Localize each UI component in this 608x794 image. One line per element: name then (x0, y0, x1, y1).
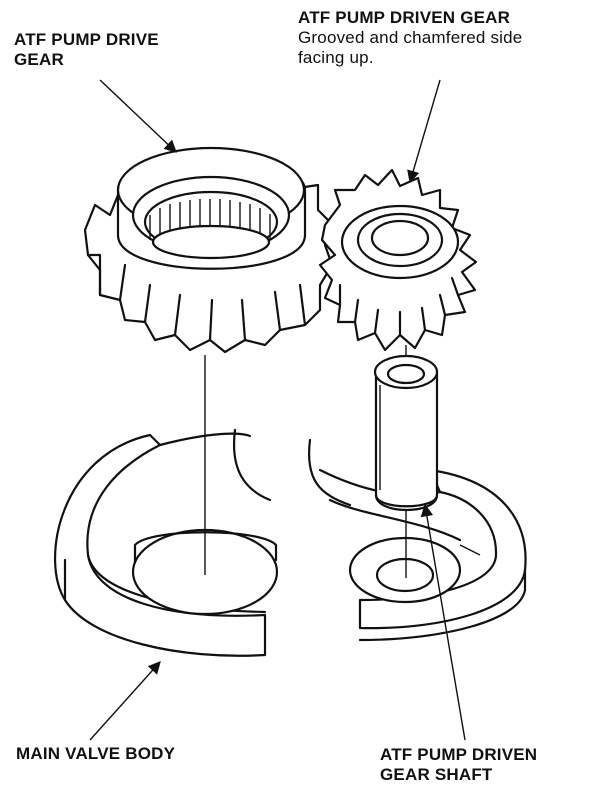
valve-body-label-text: MAIN VALVE BODY (16, 744, 176, 763)
drive-gear-leader (99, 79, 177, 153)
shaft-leader (420, 503, 466, 741)
driven-gear-note-line2: facing up. (298, 48, 374, 67)
driven-gear-note-line1: Grooved and chamfered side (298, 28, 523, 47)
valve-body-leader (89, 661, 161, 741)
drive-gear (83, 146, 334, 354)
valve-body-label: MAIN VALVE BODY (16, 744, 276, 764)
drive-gear-label-line2: GEAR (14, 50, 64, 69)
shaft-label: ATF PUMP DRIVEN GEAR SHAFT (380, 745, 600, 785)
drive-gear-label-line1: ATF PUMP DRIVE (14, 30, 159, 49)
driven-gear (318, 168, 478, 352)
shaft-label-line1: ATF PUMP DRIVEN (380, 745, 538, 764)
drive-gear-label: ATF PUMP DRIVE GEAR (14, 30, 274, 70)
shaft-label-line2: GEAR SHAFT (380, 765, 493, 784)
centerlines (204, 345, 407, 578)
leader-arrows (89, 79, 466, 741)
driven-gear-leader (407, 79, 441, 184)
driven-gear-title: ATF PUMP DRIVEN GEAR (298, 8, 511, 27)
driven-gear-shaft (373, 354, 439, 511)
driven-gear-label: ATF PUMP DRIVEN GEAR Grooved and chamfer… (298, 8, 598, 68)
main-valve-body (53, 428, 527, 657)
